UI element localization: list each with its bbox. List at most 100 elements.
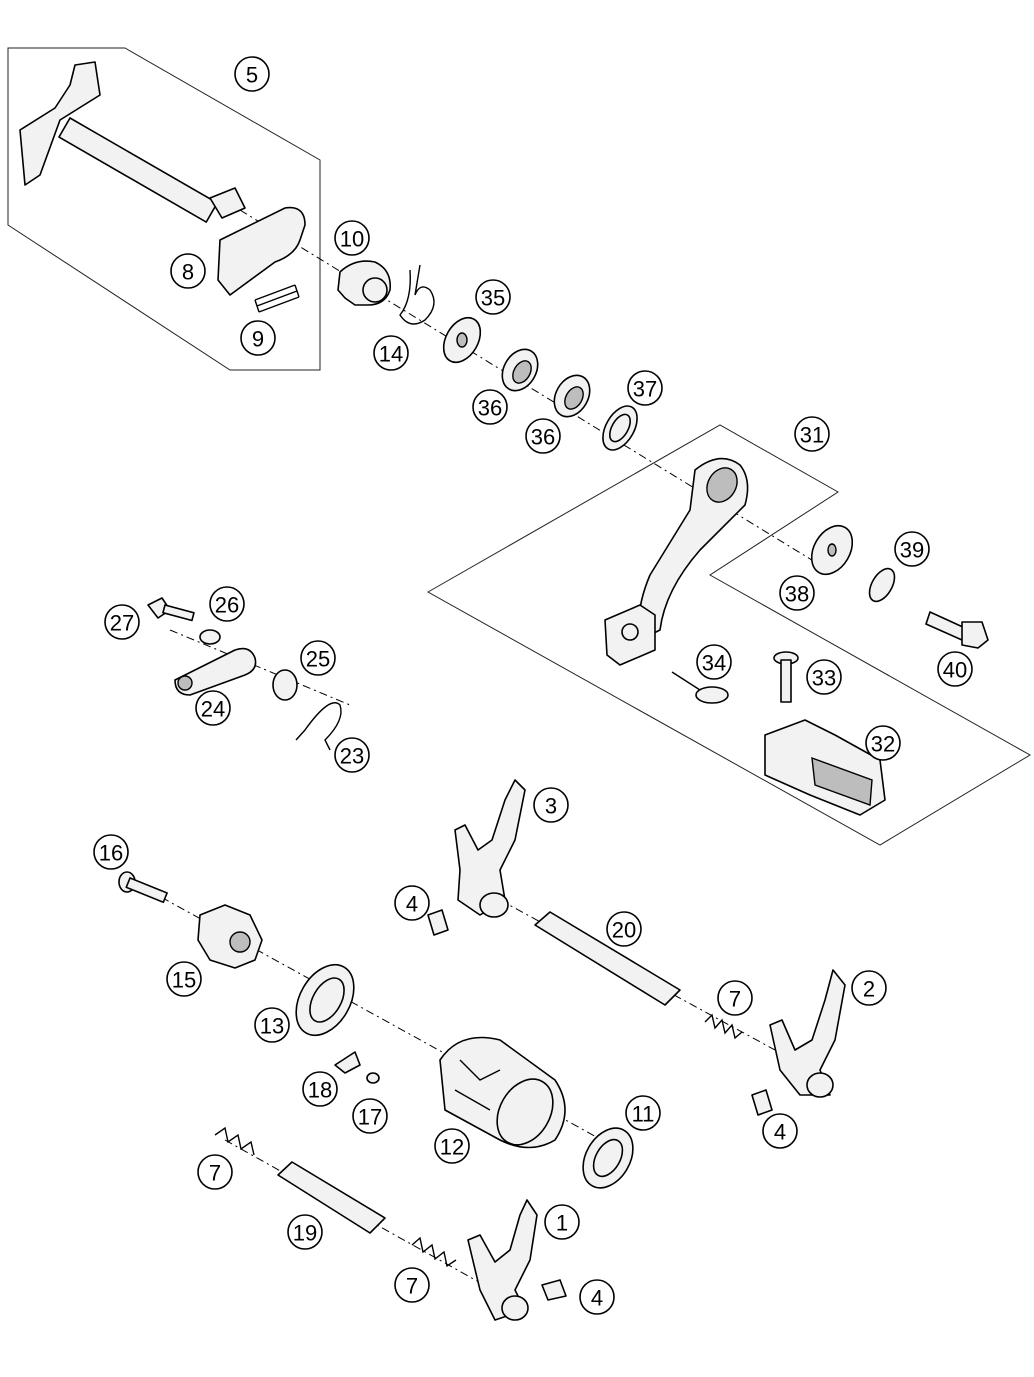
shift-rail-20-part xyxy=(534,911,681,1006)
svg-text:27: 27 xyxy=(110,611,134,636)
needle-bearing-36a-part xyxy=(501,348,539,392)
svg-text:32: 32 xyxy=(871,732,895,757)
shift-lever-31-part xyxy=(604,457,749,666)
svg-text:4: 4 xyxy=(406,892,418,917)
svg-text:26: 26 xyxy=(215,593,239,618)
assembly-axes xyxy=(129,209,831,1306)
svg-text:16: 16 xyxy=(99,841,123,866)
callout-37: 37 xyxy=(627,370,663,406)
callout-40: 40 xyxy=(937,651,973,687)
callout-38: 38 xyxy=(779,575,815,611)
svg-text:3: 3 xyxy=(545,794,557,819)
pin-4a-part xyxy=(427,909,449,936)
svg-text:36: 36 xyxy=(531,425,555,450)
pin-33-part xyxy=(773,651,799,703)
callout-4: 4 xyxy=(394,885,430,921)
svg-text:17: 17 xyxy=(358,1105,382,1130)
svg-text:1: 1 xyxy=(556,1211,568,1236)
svg-text:7: 7 xyxy=(729,987,741,1012)
callout-14: 14 xyxy=(373,335,409,371)
callout-39: 39 xyxy=(894,531,930,567)
svg-text:4: 4 xyxy=(774,1120,786,1145)
svg-text:20: 20 xyxy=(612,918,636,943)
svg-text:18: 18 xyxy=(308,1078,332,1103)
washer-26-part xyxy=(199,629,221,645)
svg-text:23: 23 xyxy=(340,744,364,769)
svg-text:7: 7 xyxy=(209,1161,221,1186)
svg-text:12: 12 xyxy=(440,1135,464,1160)
callout-8: 8 xyxy=(170,253,206,289)
shift-drum-star-15-part xyxy=(197,904,263,969)
svg-text:39: 39 xyxy=(900,538,924,563)
shift-plate-part xyxy=(217,206,306,296)
bolt-16-part xyxy=(118,871,168,904)
callout-17: 17 xyxy=(352,1098,388,1134)
svg-text:34: 34 xyxy=(702,651,726,676)
shift-fork-1-part xyxy=(467,1199,538,1321)
spring-7b-part xyxy=(214,1126,255,1156)
shift-arm-24-part xyxy=(174,647,257,696)
callout-12: 12 xyxy=(434,1128,470,1164)
svg-text:15: 15 xyxy=(172,968,196,993)
roller-25-part xyxy=(272,669,298,701)
callout-7: 7 xyxy=(394,1267,430,1303)
shift-drum-12-part xyxy=(439,1036,566,1149)
spring-clip-14-part xyxy=(399,264,435,325)
pin-4b-part xyxy=(751,1089,773,1116)
callout-16: 16 xyxy=(93,834,129,870)
callout-19: 19 xyxy=(287,1214,323,1250)
svg-text:31: 31 xyxy=(800,423,824,448)
svg-text:10: 10 xyxy=(340,227,364,252)
svg-text:36: 36 xyxy=(478,396,502,421)
callout-24: 24 xyxy=(195,690,231,726)
callout-15: 15 xyxy=(166,961,202,997)
svg-text:7: 7 xyxy=(406,1274,418,1299)
svg-text:9: 9 xyxy=(252,327,264,352)
svg-text:8: 8 xyxy=(182,260,194,285)
callout-18: 18 xyxy=(302,1071,338,1107)
callout-3: 3 xyxy=(533,787,569,823)
shift-shaft-part xyxy=(19,61,246,223)
callout-23: 23 xyxy=(334,737,370,773)
callout-4: 4 xyxy=(579,1279,615,1315)
svg-text:40: 40 xyxy=(943,658,967,683)
shift-fork-2-part xyxy=(769,969,846,1098)
lever-18-part xyxy=(334,1051,361,1074)
callout-11: 11 xyxy=(625,1095,661,1131)
callout-36: 36 xyxy=(472,389,508,425)
callout-7: 7 xyxy=(197,1154,233,1190)
bolt-27-part xyxy=(147,597,195,622)
foot-peg-32-part xyxy=(764,719,886,816)
svg-text:38: 38 xyxy=(785,582,809,607)
bearing-13-part xyxy=(295,963,355,1037)
callout-34: 34 xyxy=(696,644,732,680)
callout-20: 20 xyxy=(606,911,642,947)
callout-7: 7 xyxy=(717,980,753,1016)
callout-27: 27 xyxy=(104,604,140,640)
shift-fork-3-part xyxy=(454,779,526,918)
svg-text:35: 35 xyxy=(481,286,505,311)
svg-text:4: 4 xyxy=(591,1286,603,1311)
shift-rail-19-part xyxy=(277,1161,386,1234)
callout-5: 5 xyxy=(234,56,270,92)
callout-1: 1 xyxy=(544,1204,580,1240)
screw-17-part xyxy=(366,1072,380,1084)
shift-lever-group-frame xyxy=(426,424,1031,846)
callout-labels: 5891014353636373138394034333227262524233… xyxy=(93,56,973,1315)
callout-26: 26 xyxy=(209,586,245,622)
spring-7a-part xyxy=(704,1013,743,1040)
callout-10: 10 xyxy=(334,220,370,256)
callout-25: 25 xyxy=(300,640,336,676)
svg-text:24: 24 xyxy=(201,697,225,722)
spring-7c-part xyxy=(411,1236,457,1268)
svg-text:33: 33 xyxy=(812,666,836,691)
callout-31: 31 xyxy=(794,416,830,452)
shift-shaft-group-frame xyxy=(7,47,321,371)
callout-35: 35 xyxy=(475,279,511,315)
bolt-40-part xyxy=(925,611,989,649)
svg-text:37: 37 xyxy=(633,377,657,402)
callout-2: 2 xyxy=(851,970,887,1006)
svg-text:2: 2 xyxy=(863,977,875,1002)
svg-text:25: 25 xyxy=(306,647,330,672)
